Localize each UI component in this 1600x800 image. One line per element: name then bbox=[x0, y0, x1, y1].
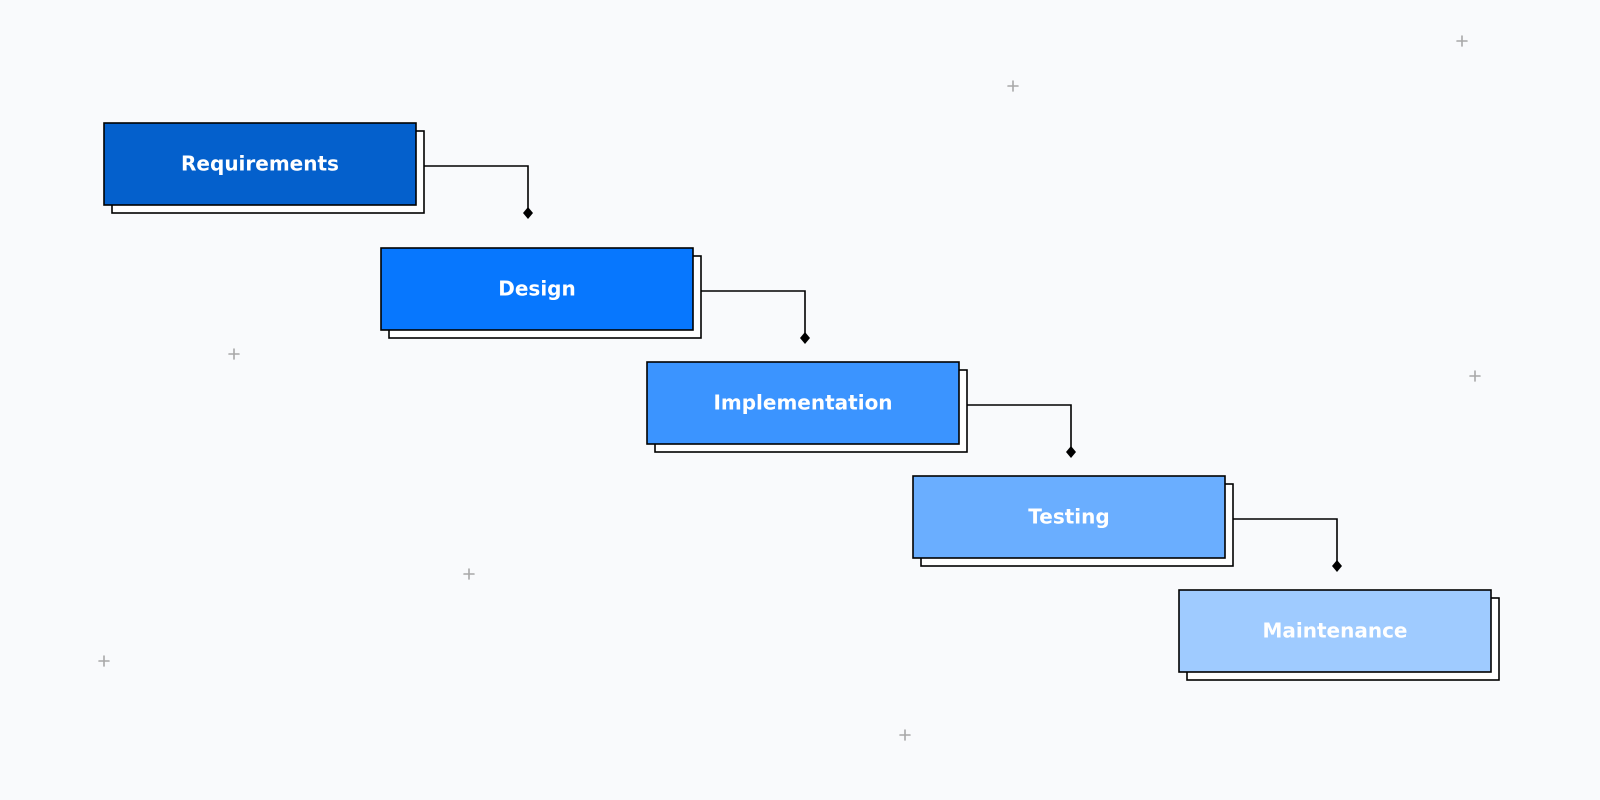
connector-arrowheads bbox=[523, 207, 1342, 572]
connectors bbox=[424, 165, 1338, 562]
stage-box bbox=[103, 122, 417, 206]
plus-icon bbox=[1469, 370, 1481, 382]
stage-label-design: Design bbox=[498, 277, 575, 301]
stage-implementation: Implementation bbox=[646, 361, 968, 453]
decor-plus-marks bbox=[98, 35, 1481, 741]
plus-icon bbox=[463, 568, 475, 580]
plus-icon bbox=[228, 348, 240, 360]
stage-box bbox=[912, 475, 1226, 559]
stage-requirements: Requirements bbox=[103, 122, 425, 214]
connector-testing-maintenance bbox=[1233, 518, 1338, 562]
connector-design-implementation bbox=[701, 290, 806, 334]
plus-icon bbox=[1456, 35, 1468, 47]
diamond-arrow-icon bbox=[800, 332, 810, 344]
diamond-arrow-icon bbox=[1066, 446, 1076, 458]
plus-icon bbox=[899, 729, 911, 741]
stage-design: Design bbox=[380, 247, 702, 339]
diamond-arrow-icon bbox=[1332, 560, 1342, 572]
stage-label-maintenance: Maintenance bbox=[1262, 619, 1407, 643]
stage-label-implementation: Implementation bbox=[713, 391, 892, 415]
diamond-arrow-icon bbox=[523, 207, 533, 219]
stage-maintenance: Maintenance bbox=[1178, 589, 1500, 681]
connector-requirements-design bbox=[424, 165, 529, 209]
stage-box bbox=[1178, 589, 1492, 673]
stage-label-requirements: Requirements bbox=[181, 152, 339, 176]
stage-testing: Testing bbox=[912, 475, 1234, 567]
plus-icon bbox=[98, 655, 110, 667]
connector-implementation-testing bbox=[967, 404, 1072, 448]
stage-box bbox=[646, 361, 960, 445]
stage-label-testing: Testing bbox=[1028, 505, 1109, 529]
stage-box bbox=[380, 247, 694, 331]
plus-icon bbox=[1007, 80, 1019, 92]
